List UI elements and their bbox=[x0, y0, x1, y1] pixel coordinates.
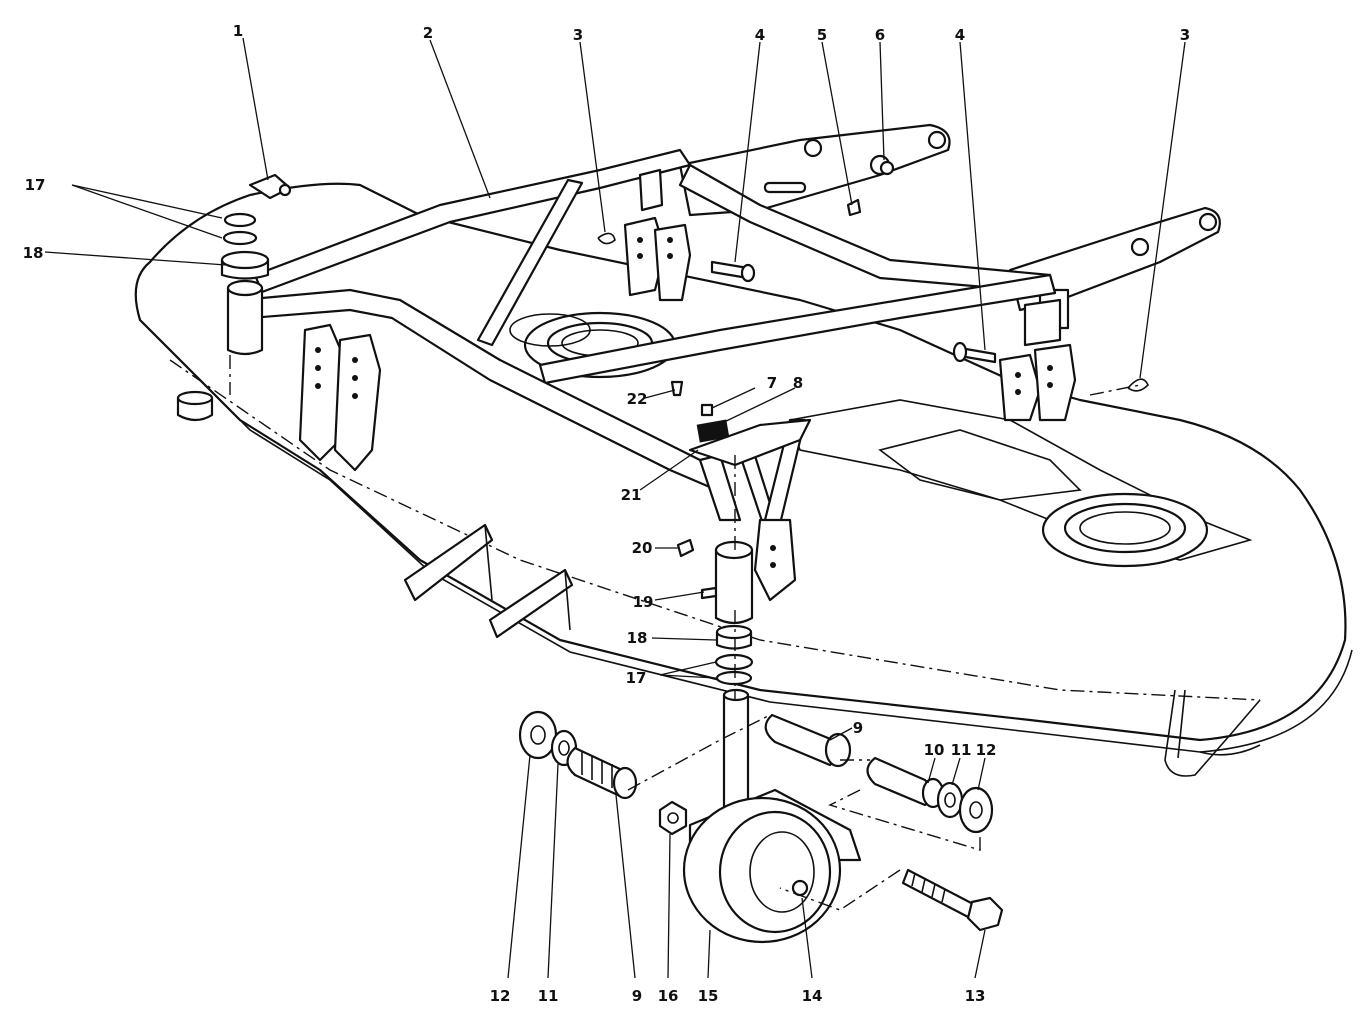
callout-9-right: 9 bbox=[853, 719, 863, 737]
callout-12-right: 12 bbox=[976, 741, 997, 759]
callout-1: 1 bbox=[233, 22, 243, 40]
callout-2: 2 bbox=[423, 24, 433, 42]
front-hitch-bars bbox=[403, 523, 574, 639]
callout-4-right: 4 bbox=[955, 26, 965, 44]
callout-3: 3 bbox=[573, 26, 583, 44]
callout-21: 21 bbox=[621, 486, 642, 504]
deck-mount-brackets bbox=[298, 216, 1077, 602]
caster-assembly bbox=[518, 540, 1004, 944]
callout-17-left: 17 bbox=[25, 176, 46, 194]
callout-7: 7 bbox=[767, 374, 777, 392]
left-pivot-assembly bbox=[176, 173, 292, 422]
leader-lines bbox=[44, 37, 1186, 979]
callout-15: 15 bbox=[698, 987, 719, 1005]
callout-labels: 1 2 3 4 5 6 4 3 17 18 7 8 22 21 20 19 18… bbox=[23, 22, 1191, 1005]
assembly-centerlines bbox=[229, 355, 1141, 911]
callout-5: 5 bbox=[817, 26, 827, 44]
callout-16: 16 bbox=[658, 987, 679, 1005]
callout-20: 20 bbox=[632, 539, 653, 557]
callout-11-right: 11 bbox=[951, 741, 972, 759]
callout-18-left: 18 bbox=[23, 244, 44, 262]
callout-18-caster: 18 bbox=[627, 629, 648, 647]
callout-10: 10 bbox=[924, 741, 945, 759]
callout-12-bottom: 12 bbox=[490, 987, 511, 1005]
callout-3-right: 3 bbox=[1180, 26, 1190, 44]
rear-pins-and-clips bbox=[597, 154, 1149, 392]
deck-frame bbox=[238, 148, 1062, 547]
callout-14: 14 bbox=[802, 987, 823, 1005]
callout-19: 19 bbox=[633, 593, 654, 611]
callout-9-bottom: 9 bbox=[632, 987, 642, 1005]
callout-4: 4 bbox=[755, 26, 765, 44]
callout-17-caster: 17 bbox=[626, 669, 647, 687]
callout-13: 13 bbox=[965, 987, 986, 1005]
callout-22: 22 bbox=[627, 390, 648, 408]
callout-6: 6 bbox=[875, 26, 885, 44]
center-front-fittings bbox=[670, 380, 730, 600]
callout-8: 8 bbox=[793, 374, 803, 392]
callout-11-bottom: 11 bbox=[538, 987, 559, 1005]
